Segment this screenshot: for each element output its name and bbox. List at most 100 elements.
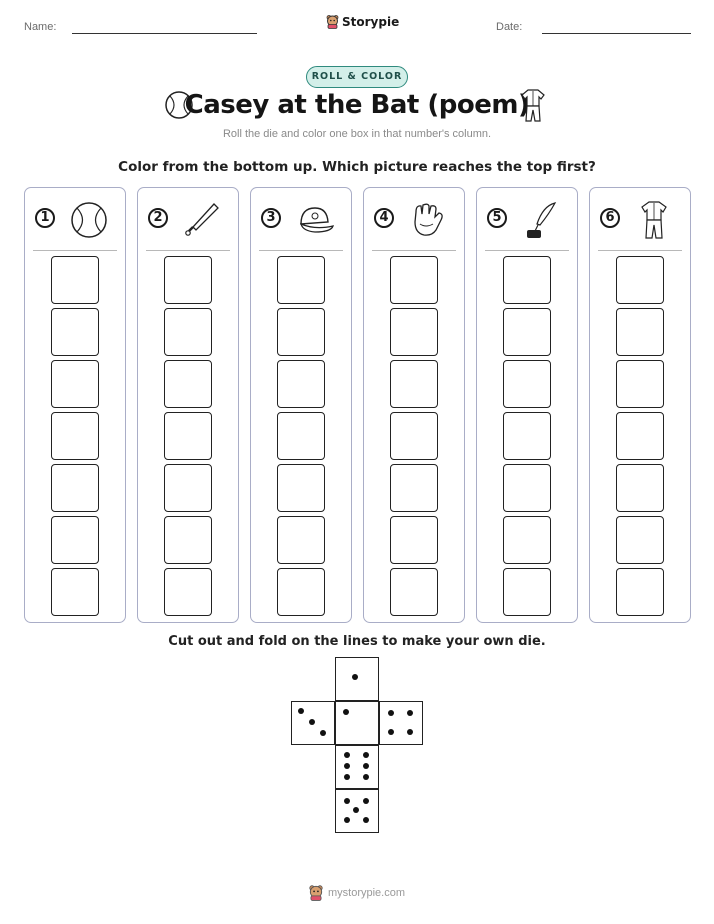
color-box[interactable] bbox=[277, 412, 325, 460]
color-box[interactable] bbox=[164, 412, 212, 460]
column-number: 1 bbox=[35, 208, 55, 228]
brand-name: Storypie bbox=[342, 14, 400, 29]
pip bbox=[363, 798, 369, 804]
pip bbox=[363, 774, 369, 780]
color-box[interactable] bbox=[164, 308, 212, 356]
die-face-top bbox=[335, 657, 379, 701]
pip bbox=[344, 817, 350, 823]
column-divider bbox=[372, 250, 456, 251]
date-label: Date: bbox=[496, 21, 523, 33]
column-number: 4 bbox=[374, 208, 394, 228]
color-box[interactable] bbox=[616, 360, 664, 408]
color-box[interactable] bbox=[164, 360, 212, 408]
color-box[interactable] bbox=[503, 308, 551, 356]
roll-columns: 1 2 3 bbox=[24, 187, 691, 623]
column-divider bbox=[598, 250, 682, 251]
column-number: 3 bbox=[261, 208, 281, 228]
column-divider bbox=[146, 250, 230, 251]
color-box[interactable] bbox=[616, 464, 664, 512]
cutout-instruction: Cut out and fold on the lines to make yo… bbox=[168, 634, 546, 649]
die-face-center bbox=[335, 701, 379, 745]
color-box[interactable] bbox=[51, 412, 99, 460]
color-box[interactable] bbox=[390, 516, 438, 564]
color-box[interactable] bbox=[503, 412, 551, 460]
color-box[interactable] bbox=[390, 412, 438, 460]
baseball-uniform-icon bbox=[641, 201, 667, 239]
color-box[interactable] bbox=[164, 568, 212, 616]
column-number: 5 bbox=[487, 208, 507, 228]
color-box[interactable] bbox=[390, 464, 438, 512]
column-divider bbox=[33, 250, 117, 251]
column-1: 1 bbox=[24, 187, 126, 623]
pip bbox=[344, 763, 350, 769]
pip bbox=[344, 752, 350, 758]
worksheet-header: Name: Storypie Date: bbox=[0, 14, 714, 44]
pip bbox=[320, 730, 326, 736]
pip bbox=[309, 719, 315, 725]
subtitle: Roll the die and color one box in that n… bbox=[222, 128, 492, 140]
pip bbox=[363, 817, 369, 823]
footer-url[interactable]: mystorypie.com bbox=[328, 886, 406, 899]
column-5: 5 bbox=[476, 187, 578, 623]
color-box[interactable] bbox=[277, 308, 325, 356]
activity-badge: ROLL & COLOR bbox=[306, 66, 408, 88]
color-box[interactable] bbox=[51, 568, 99, 616]
brand-logo: Storypie bbox=[326, 14, 399, 29]
color-box[interactable] bbox=[51, 256, 99, 304]
pip bbox=[343, 709, 349, 715]
pip bbox=[298, 708, 304, 714]
color-box[interactable] bbox=[503, 360, 551, 408]
color-box[interactable] bbox=[51, 308, 99, 356]
color-box[interactable] bbox=[277, 568, 325, 616]
column-2: 2 bbox=[137, 187, 239, 623]
color-box[interactable] bbox=[616, 256, 664, 304]
date-line bbox=[542, 33, 691, 34]
pip bbox=[388, 710, 394, 716]
color-box[interactable] bbox=[503, 516, 551, 564]
pip bbox=[352, 674, 358, 680]
pip bbox=[344, 774, 350, 780]
color-box[interactable] bbox=[277, 516, 325, 564]
baseball-glove-icon bbox=[414, 203, 443, 236]
column-3: 3 bbox=[250, 187, 352, 623]
color-box[interactable] bbox=[390, 568, 438, 616]
color-box[interactable] bbox=[390, 256, 438, 304]
color-box[interactable] bbox=[51, 516, 99, 564]
color-box[interactable] bbox=[164, 516, 212, 564]
color-box[interactable] bbox=[390, 308, 438, 356]
color-box[interactable] bbox=[616, 412, 664, 460]
quill-inkwell-icon bbox=[527, 202, 557, 238]
color-box[interactable] bbox=[616, 516, 664, 564]
color-box[interactable] bbox=[51, 464, 99, 512]
color-box[interactable] bbox=[164, 464, 212, 512]
pip bbox=[407, 729, 413, 735]
die-face-right bbox=[379, 701, 423, 745]
column-6: 6 bbox=[589, 187, 691, 623]
pip bbox=[363, 752, 369, 758]
storypie-bear-icon bbox=[309, 885, 323, 901]
color-box[interactable] bbox=[503, 256, 551, 304]
name-line bbox=[72, 33, 257, 34]
die-face-left bbox=[291, 701, 335, 745]
color-box[interactable] bbox=[390, 360, 438, 408]
color-box[interactable] bbox=[51, 360, 99, 408]
baseball-uniform-icon bbox=[521, 89, 545, 122]
page-title: Casey at the Bat (poem) bbox=[184, 90, 530, 120]
color-box[interactable] bbox=[503, 568, 551, 616]
color-box[interactable] bbox=[616, 568, 664, 616]
pip bbox=[407, 710, 413, 716]
instruction: Color from the bottom up. Which picture … bbox=[118, 159, 596, 175]
column-number: 6 bbox=[600, 208, 620, 228]
title-row: Casey at the Bat (poem) bbox=[0, 88, 714, 130]
color-box[interactable] bbox=[616, 308, 664, 356]
name-label: Name: bbox=[24, 21, 57, 33]
baseball-icon bbox=[71, 202, 107, 238]
color-box[interactable] bbox=[277, 360, 325, 408]
baseball-icon bbox=[165, 91, 193, 119]
baseball-bat-icon bbox=[185, 203, 219, 236]
color-box[interactable] bbox=[277, 256, 325, 304]
color-box[interactable] bbox=[277, 464, 325, 512]
column-divider bbox=[259, 250, 343, 251]
color-box[interactable] bbox=[503, 464, 551, 512]
color-box[interactable] bbox=[164, 256, 212, 304]
